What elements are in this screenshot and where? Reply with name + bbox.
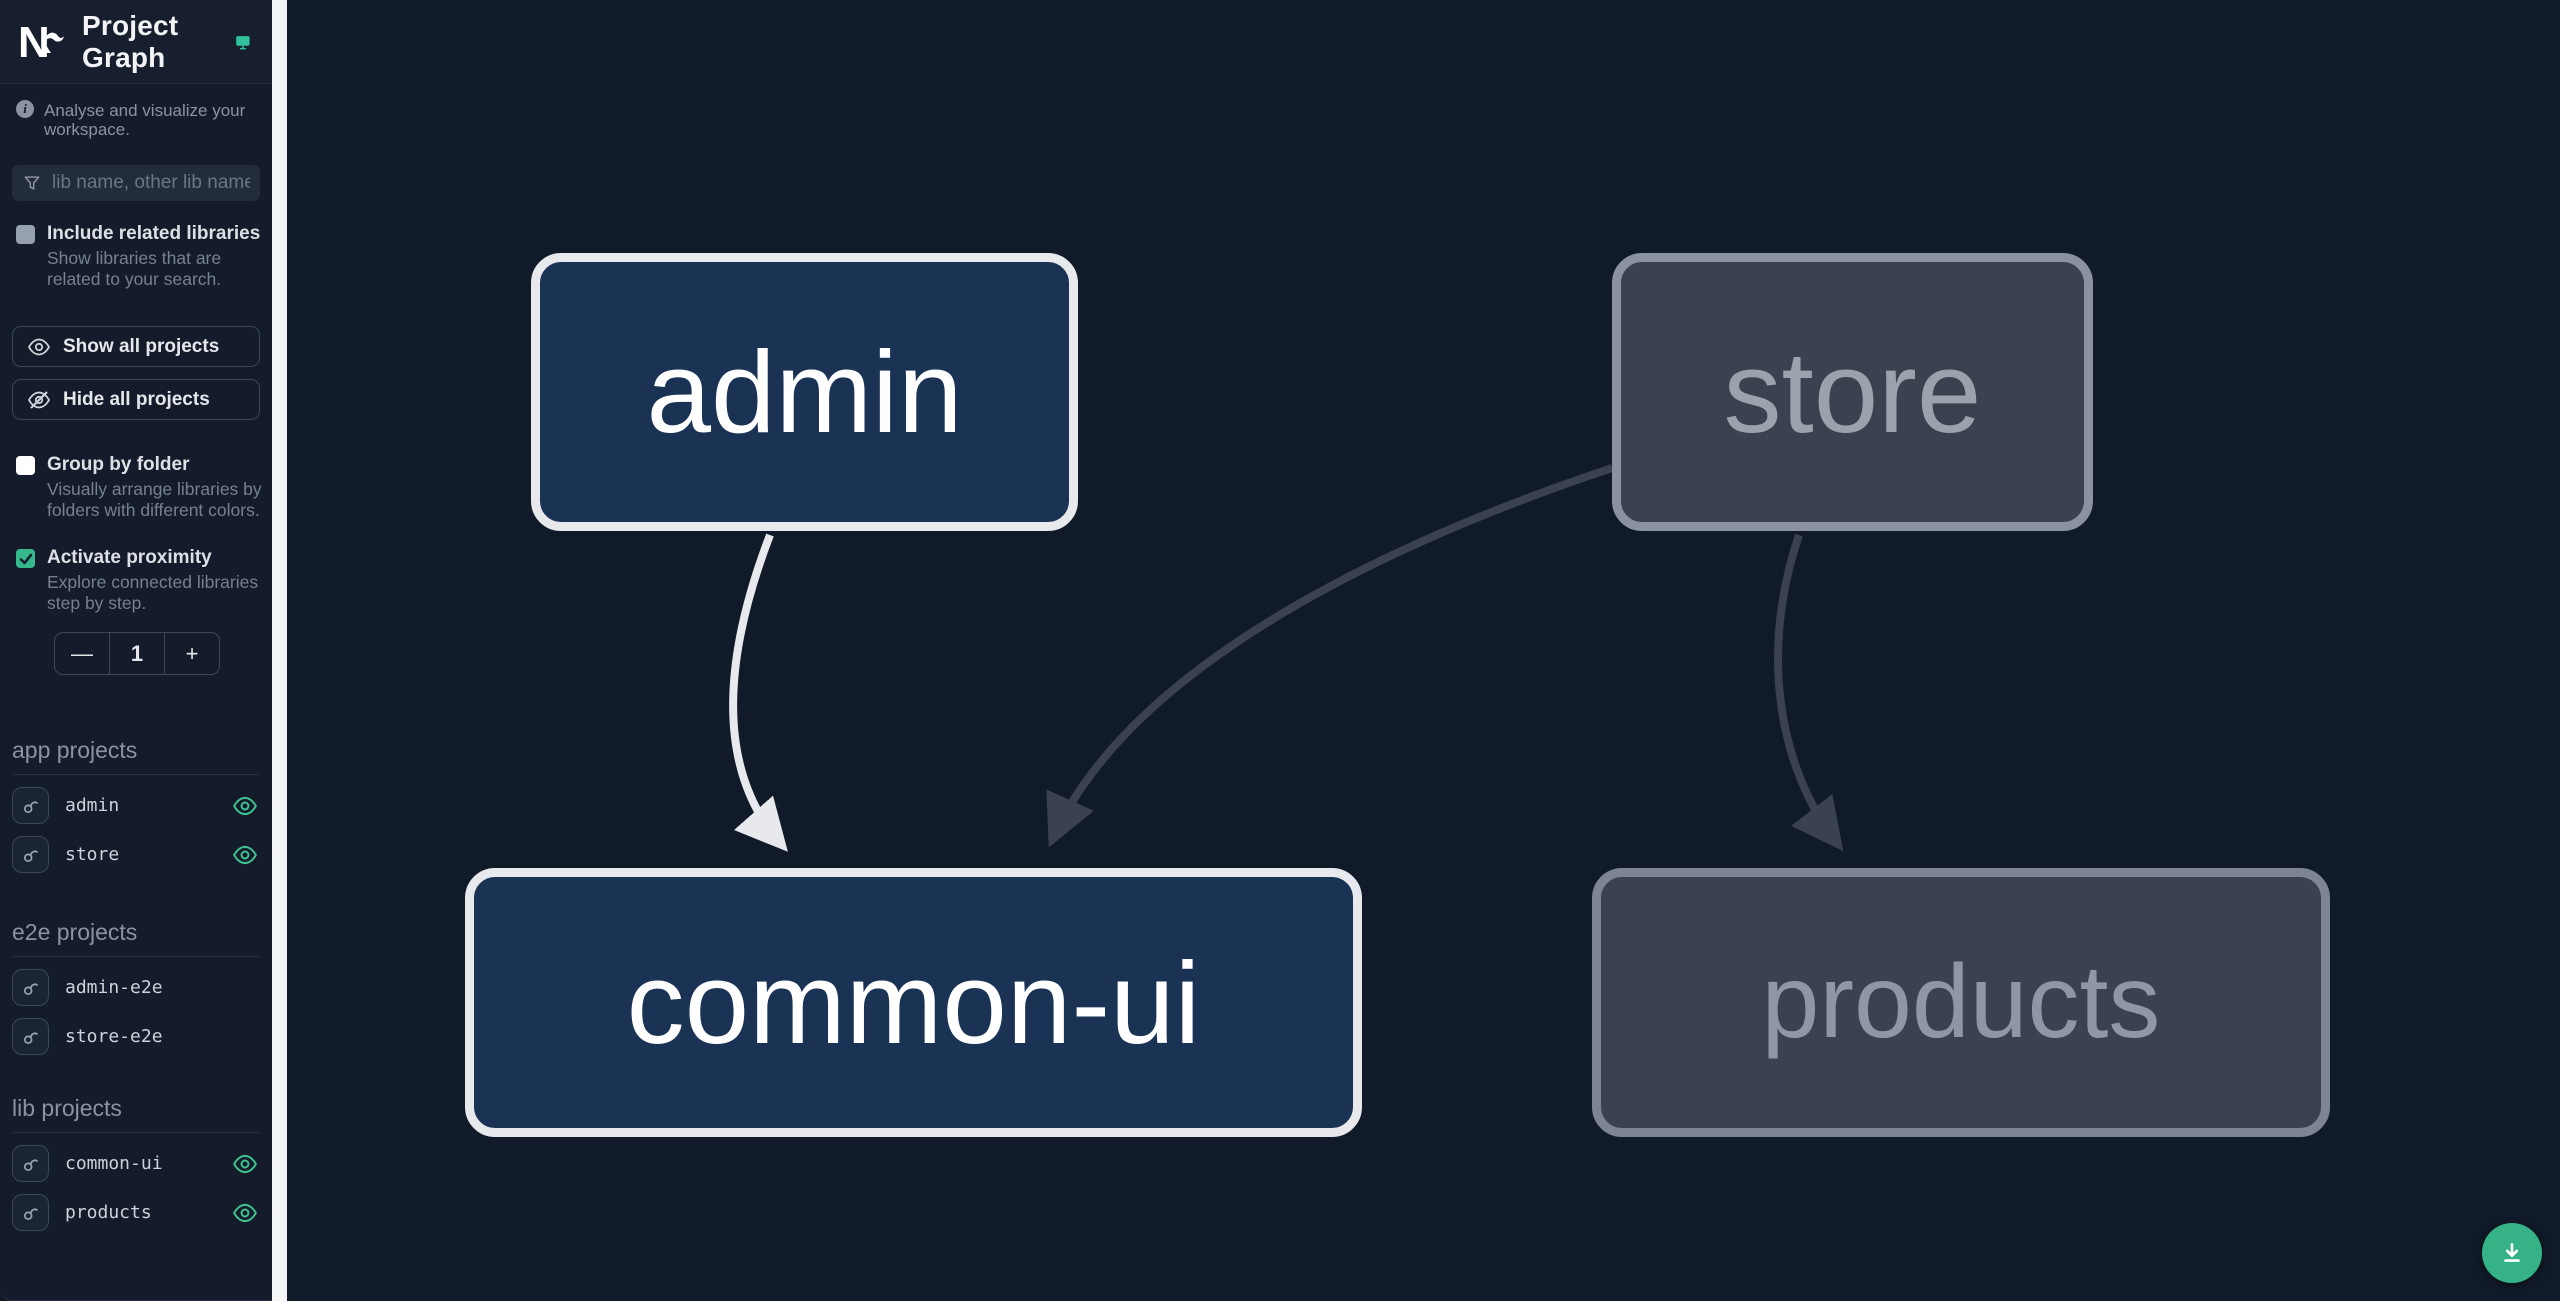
activate-proximity-label: Activate proximity [47, 547, 212, 568]
include-related-description: Show libraries that are related to your … [47, 248, 222, 289]
include-related-option: Include related libraries Show libraries… [0, 223, 272, 290]
project-row-products: products [12, 1194, 260, 1231]
edge-admin-to-common-ui[interactable] [729, 533, 788, 852]
hide-all-projects-label: Hide all projects [63, 388, 210, 410]
project-name: store [65, 844, 120, 865]
svg-text:N: N [20, 20, 50, 64]
search-box [12, 165, 260, 201]
graph-node-admin[interactable]: admin [531, 253, 1078, 531]
proximity-value: 1 [109, 633, 164, 674]
node-label: products [1761, 944, 2161, 1060]
focus-icon [23, 849, 38, 862]
graph-node-products[interactable]: products [1592, 868, 2330, 1137]
toggle-visibility-eye-icon[interactable] [232, 1151, 258, 1177]
show-all-projects-label: Show all projects [63, 335, 220, 357]
group-by-folder-label: Group by folder [47, 454, 190, 475]
proximity-increment-button[interactable]: + [164, 633, 219, 674]
include-related-checkbox[interactable] [16, 225, 35, 244]
project-row-admin: admin [12, 787, 260, 824]
show-all-projects-button[interactable]: Show all projects [12, 326, 260, 367]
project-name: admin [65, 795, 120, 816]
project-row-common-ui: common-ui [12, 1145, 260, 1182]
proximity-decrement-button[interactable]: — [71, 640, 93, 666]
focus-icon [23, 1031, 38, 1044]
sidebar-scrollbar[interactable] [272, 0, 287, 1301]
group-by-folder-option: Group by folder Visually arrange librari… [0, 454, 272, 521]
focus-project-button[interactable] [12, 1194, 49, 1231]
node-label: store [1723, 327, 1982, 457]
info-icon: i [16, 100, 34, 118]
eye-off-icon [27, 390, 51, 409]
graph-canvas[interactable]: admin store common-ui products [287, 0, 2560, 1301]
project-row-store: store [12, 836, 260, 873]
group-by-folder-description: Visually arrange libraries by folders wi… [47, 479, 262, 520]
section-header-lib-projects: lib projects [12, 1095, 260, 1133]
focus-project-button[interactable] [12, 1145, 49, 1182]
project-row-store-e2e: store-e2e [12, 1018, 260, 1055]
hide-all-projects-button[interactable]: Hide all projects [12, 379, 260, 420]
focus-icon [23, 800, 38, 813]
focus-project-button[interactable] [12, 969, 49, 1006]
sidebar: N Project Graph i Analyse and visualize … [0, 0, 272, 1301]
edge-store-to-products[interactable] [1774, 533, 1844, 852]
activate-proximity-checkbox[interactable] [16, 549, 35, 568]
node-label: admin [646, 327, 963, 457]
include-related-label: Include related libraries [47, 223, 261, 244]
group-by-folder-checkbox[interactable] [16, 456, 35, 475]
nx-logo-icon: N [20, 20, 64, 64]
project-name: admin-e2e [65, 977, 163, 998]
sidebar-header: N Project Graph [0, 0, 272, 84]
toggle-visibility-eye-icon[interactable] [232, 1200, 258, 1226]
section-header-app-projects: app projects [12, 737, 260, 775]
filter-funnel-icon [24, 176, 40, 190]
project-row-admin-e2e: admin-e2e [12, 969, 260, 1006]
graph-edges [729, 464, 1844, 852]
project-name: store-e2e [65, 1026, 163, 1047]
graph-node-common-ui[interactable]: common-ui [465, 868, 1362, 1137]
project-name: products [65, 1202, 152, 1223]
edge-store-to-common-ui[interactable] [1046, 464, 1614, 848]
download-icon [2504, 1243, 2520, 1262]
project-name: common-ui [65, 1153, 163, 1174]
activate-proximity-description: Explore connected libraries step by step… [47, 572, 259, 613]
eye-icon [27, 338, 51, 355]
workspace-intro: i Analyse and visualize your workspace. [0, 100, 272, 139]
toggle-visibility-eye-icon[interactable] [232, 842, 258, 868]
graph-node-store[interactable]: store [1612, 253, 2093, 531]
focus-project-button[interactable] [12, 1018, 49, 1055]
focus-project-button[interactable] [12, 836, 49, 873]
proximity-stepper: — 1 + [54, 632, 220, 675]
section-header-e2e-projects: e2e projects [12, 919, 260, 957]
checkmark-icon [19, 553, 32, 564]
intro-text: Analyse and visualize your workspace. [44, 101, 246, 139]
node-label: common-ui [626, 937, 1201, 1068]
focus-project-button[interactable] [12, 787, 49, 824]
theme-monitor-icon[interactable] [234, 29, 252, 55]
activate-proximity-option: Activate proximity Explore connected lib… [0, 547, 272, 614]
focus-icon [23, 982, 38, 995]
search-input[interactable] [52, 172, 250, 194]
focus-icon [23, 1207, 38, 1220]
download-graph-button[interactable] [2482, 1223, 2542, 1283]
focus-icon [23, 1158, 38, 1171]
toggle-visibility-eye-icon[interactable] [232, 793, 258, 819]
page-title: Project Graph [82, 9, 179, 73]
